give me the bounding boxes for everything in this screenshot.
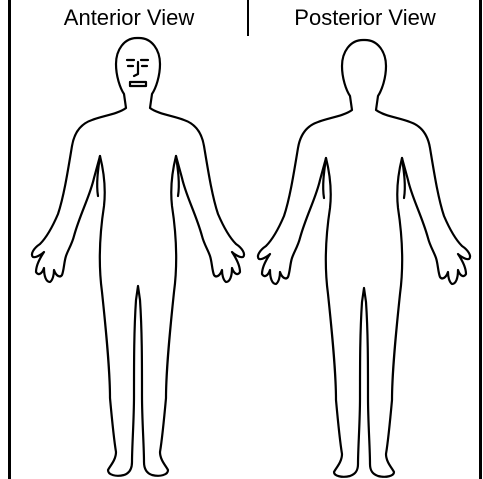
posterior-body-outline-icon [258,40,470,477]
